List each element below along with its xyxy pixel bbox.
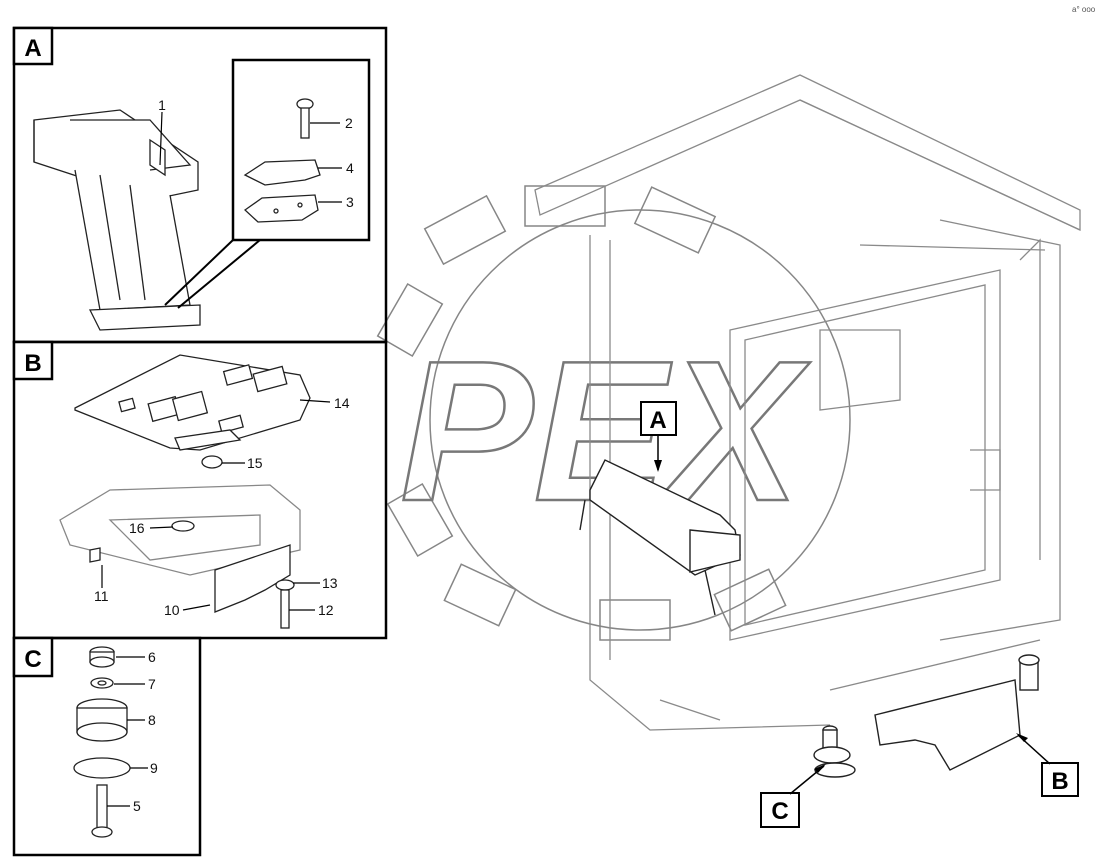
part-label-7: 7 [148, 676, 156, 692]
cab-illustration [534, 74, 1081, 731]
part-label-6: 6 [148, 649, 156, 665]
section-b-label: B [24, 350, 41, 377]
part-label-15: 15 [247, 455, 263, 471]
part-label-13: 13 [322, 575, 338, 591]
section-b: B [12, 340, 388, 640]
svg-text:B: B [1051, 768, 1068, 795]
part-label-12: 12 [318, 602, 334, 618]
section-a: A 1 2 [12, 26, 388, 344]
svg-text:A: A [649, 407, 666, 434]
section-c-label: C [24, 646, 41, 673]
part-label-11: 11 [94, 588, 109, 604]
part-label-3: 3 [346, 194, 354, 210]
part-label-10: 10 [164, 602, 180, 618]
svg-text:C: C [771, 798, 788, 825]
part-label-5: 5 [133, 798, 141, 814]
main-callout-a: A [640, 401, 677, 472]
part-label-14: 14 [334, 395, 350, 411]
main-callout-c: C [760, 764, 826, 828]
section-a-label: A [24, 35, 41, 62]
main-part-b [874, 654, 1040, 771]
part-label-8: 8 [148, 712, 156, 728]
part-label-2: 2 [345, 115, 353, 131]
section-c: C 6 7 8 9 5 [12, 636, 202, 857]
part-label-1: 1 [158, 97, 166, 113]
part-label-16: 16 [129, 520, 145, 536]
part-label-9: 9 [150, 760, 158, 776]
main-part-c [813, 725, 856, 778]
corner-mark: a° ooo [1072, 5, 1096, 14]
main-callout-b: B [1016, 733, 1079, 797]
part-label-4: 4 [346, 160, 354, 176]
watermark: PEX [376, 185, 851, 641]
main-part-a [579, 459, 741, 616]
